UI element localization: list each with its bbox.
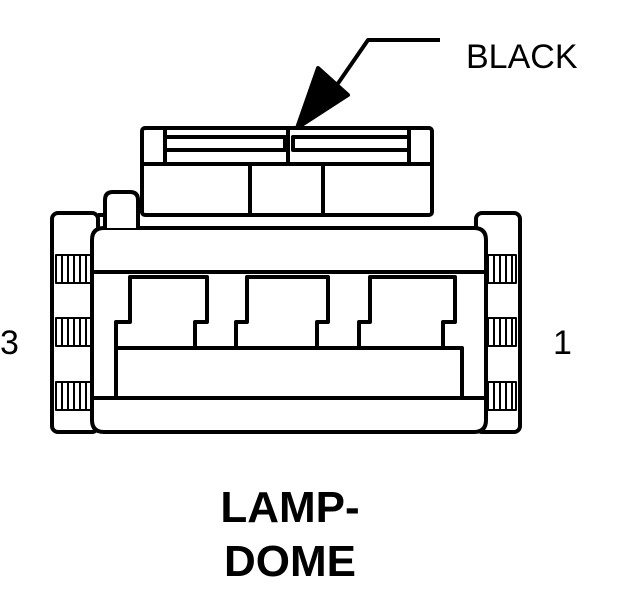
connector-latch <box>140 126 434 217</box>
component-title-line-2: DOME <box>224 537 356 586</box>
pin-number-1: 1 <box>553 324 572 362</box>
cavity-1 <box>357 275 457 348</box>
cavity-2 <box>234 275 330 348</box>
cavity-3 <box>114 275 209 348</box>
callout-label-black: BLACK <box>466 38 578 76</box>
terminal-cavities <box>114 275 457 348</box>
connector-housing <box>90 190 488 434</box>
pin-number-3: 3 <box>0 324 19 362</box>
component-title-line-1: LAMP- <box>220 483 360 532</box>
callout-leader <box>295 38 440 130</box>
